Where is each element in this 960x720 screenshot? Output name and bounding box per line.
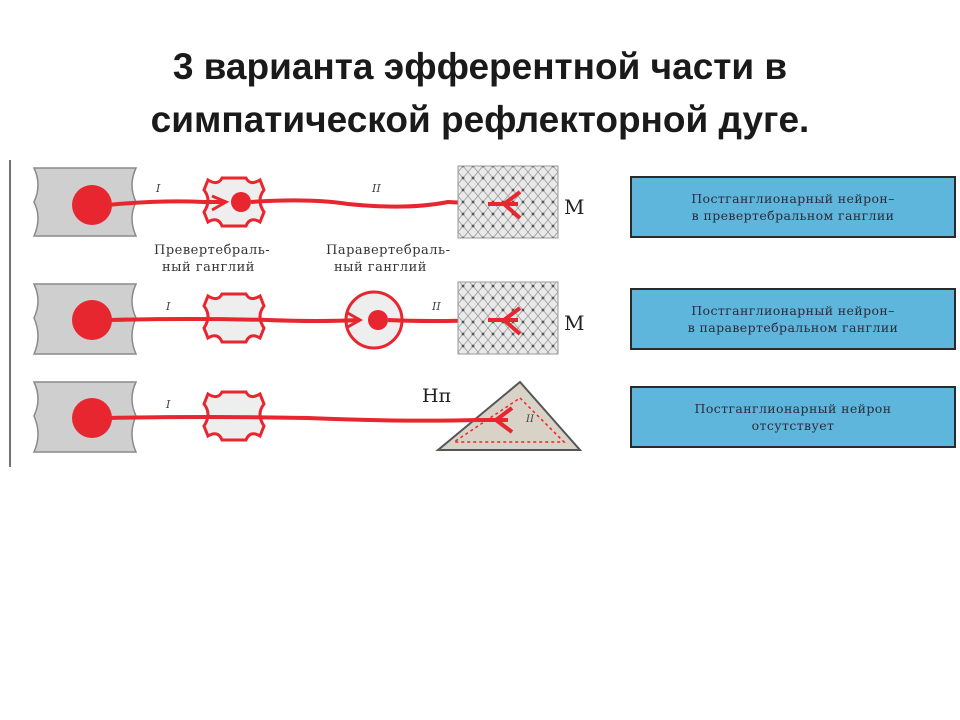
preganglionic-fiber-2 (107, 317, 361, 323)
synapse-fork-1 (211, 194, 230, 212)
preganglionic-neuron-2 (72, 300, 112, 340)
postganglionic-fiber-1 (250, 198, 489, 209)
postganglionic-neuron-1 (231, 192, 251, 212)
preganglionic-fiber-3 (107, 415, 508, 423)
preganglionic-neuron-1 (72, 185, 112, 225)
info-box-1-line-1: Постганглионарный нейрон– (691, 191, 895, 206)
adrenal-gland-target (435, 380, 583, 451)
slide-title: 3 варианта эфферентной части в симпатиче… (0, 40, 960, 146)
slide-title-line-1: 3 варианта эфферентной части в (172, 46, 788, 87)
slide-title-line-2: симпатической рефлекторной дуге. (150, 99, 810, 140)
fiber-label-1-row-2: I (165, 300, 171, 313)
target-label-row-2: М (564, 311, 584, 335)
info-box-3-line-2: отсутствует (751, 418, 835, 433)
fiber-label-2-row-1: II (371, 182, 381, 195)
info-box-2-line-1: Постганглионарный нейрон– (691, 303, 895, 318)
paravertebral-caption-line-1: Паравертебраль- (326, 243, 451, 258)
info-box-3-line-1: Постганглионарный нейрон (694, 401, 892, 416)
arc-row-3: I II Нп (32, 380, 583, 453)
target-label-row-1: М (564, 195, 584, 219)
fiber-label-1-row-3: I (165, 398, 171, 411)
reflex-arc-figure: I II М Превертебраль- ный ганглий Параве… (8, 160, 960, 467)
effector-ending-3 (494, 406, 514, 434)
fiber-label-1-row-1: I (155, 182, 161, 195)
postganglionic-neuron-2 (368, 310, 388, 330)
preganglionic-fiber-1 (107, 199, 226, 207)
synapse-fork-2 (345, 310, 364, 330)
info-box-prevertebral: Постганглионарный нейрон– в превертебрал… (630, 176, 956, 238)
arc-row-2: I II М (32, 281, 584, 355)
info-box-2-line-2: в паравертебральном ганглии (687, 320, 899, 335)
arc-row-1: I II М Превертебраль- ный ганглий Параве… (32, 165, 584, 275)
prevertebral-caption-line-1: Превертебраль- (154, 243, 270, 258)
info-box-paravertebral: Постганглионарный нейрон– в паравертебра… (630, 288, 956, 350)
info-box-1-line-2: в превертебральном ганглии (691, 208, 895, 223)
info-box-absent: Постганглионарный нейрон отсутствует (630, 386, 956, 448)
target-label-row-3: Нп (422, 385, 451, 407)
paravertebral-caption-line-2: ный ганглий (334, 260, 427, 275)
prevertebral-caption-line-2: ный ганглий (162, 260, 255, 275)
effector-ending-2 (488, 306, 522, 336)
fiber-label-2-row-2: II (431, 300, 441, 313)
effector-ending-1 (488, 190, 522, 220)
fiber-label-2-row-3: II (525, 414, 535, 425)
reflex-arc-diagram: I II М Превертебраль- ный ганглий Параве… (9, 160, 584, 467)
preganglionic-neuron-3 (72, 398, 112, 438)
